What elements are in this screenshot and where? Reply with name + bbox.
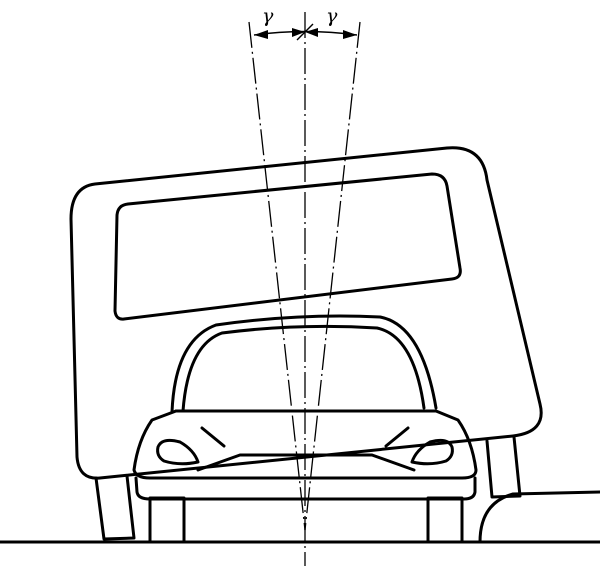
angle-dimension (253, 23, 358, 41)
left-tilt-line (248, 21, 306, 531)
truck-body-legs (94, 435, 522, 541)
right-headlight (410, 438, 454, 466)
right-arrow (343, 30, 357, 39)
car-wheels (148, 496, 464, 544)
tilted-body-outline (69, 146, 543, 480)
left-headlight (156, 438, 200, 466)
car-grille (196, 453, 416, 472)
right-angle-label: γ (326, 5, 338, 27)
headlight-eyebrows (200, 426, 410, 448)
car-roof (170, 314, 438, 414)
center-tick (296, 23, 314, 41)
car-bumper (134, 476, 477, 501)
left-angle-label: γ (262, 5, 274, 27)
right-background-object (478, 490, 600, 544)
center-arrow-left (292, 28, 305, 37)
body-window (113, 172, 462, 321)
right-tilt-line (304, 21, 361, 531)
left-arrow (254, 30, 268, 39)
car-windshield (181, 324, 426, 413)
center-lines (248, 12, 361, 566)
car (132, 314, 478, 544)
center-arrow-right (305, 28, 318, 37)
car-front-fascia (132, 409, 478, 480)
